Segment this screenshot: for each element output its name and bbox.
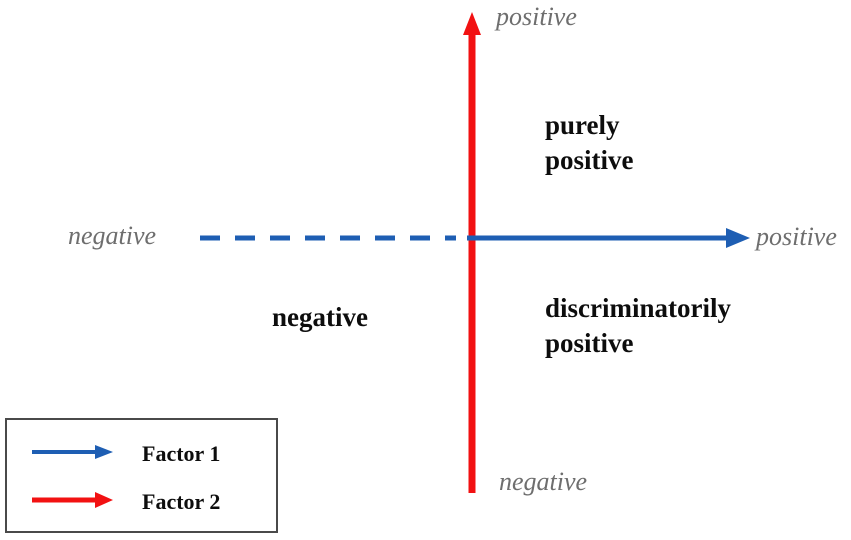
axis-label-right-positive: positive — [756, 222, 837, 251]
legend-arrows-canvas — [32, 445, 113, 508]
legend-label-factor2: Factor 2 — [142, 489, 221, 514]
quadrant-label-purely-positive: purely positive — [545, 108, 634, 178]
legend-arrowhead-factor2 — [95, 492, 113, 508]
axis-label-bottom-negative: negative — [499, 467, 588, 496]
factor2-arrowhead — [463, 12, 481, 35]
legend-arrowhead-factor1 — [95, 445, 113, 459]
quadrant-label-line: purely — [545, 110, 620, 140]
quadrant-label-line: positive — [545, 145, 634, 175]
quadrant-label-line: positive — [545, 328, 634, 358]
axis-label-left-negative: negative — [68, 221, 157, 250]
axis-label-top-positive: positive — [496, 2, 577, 31]
legend-box: Factor 1 Factor 2 — [5, 418, 278, 533]
legend-label-factor1: Factor 1 — [142, 441, 221, 466]
quadrant-label-line: discriminatorily — [545, 293, 731, 323]
factor1-arrowhead — [726, 228, 750, 248]
quadrant-label-negative: negative — [272, 302, 368, 332]
quadrant-label-discriminatorily-positive: discriminatorily positive — [545, 291, 731, 361]
